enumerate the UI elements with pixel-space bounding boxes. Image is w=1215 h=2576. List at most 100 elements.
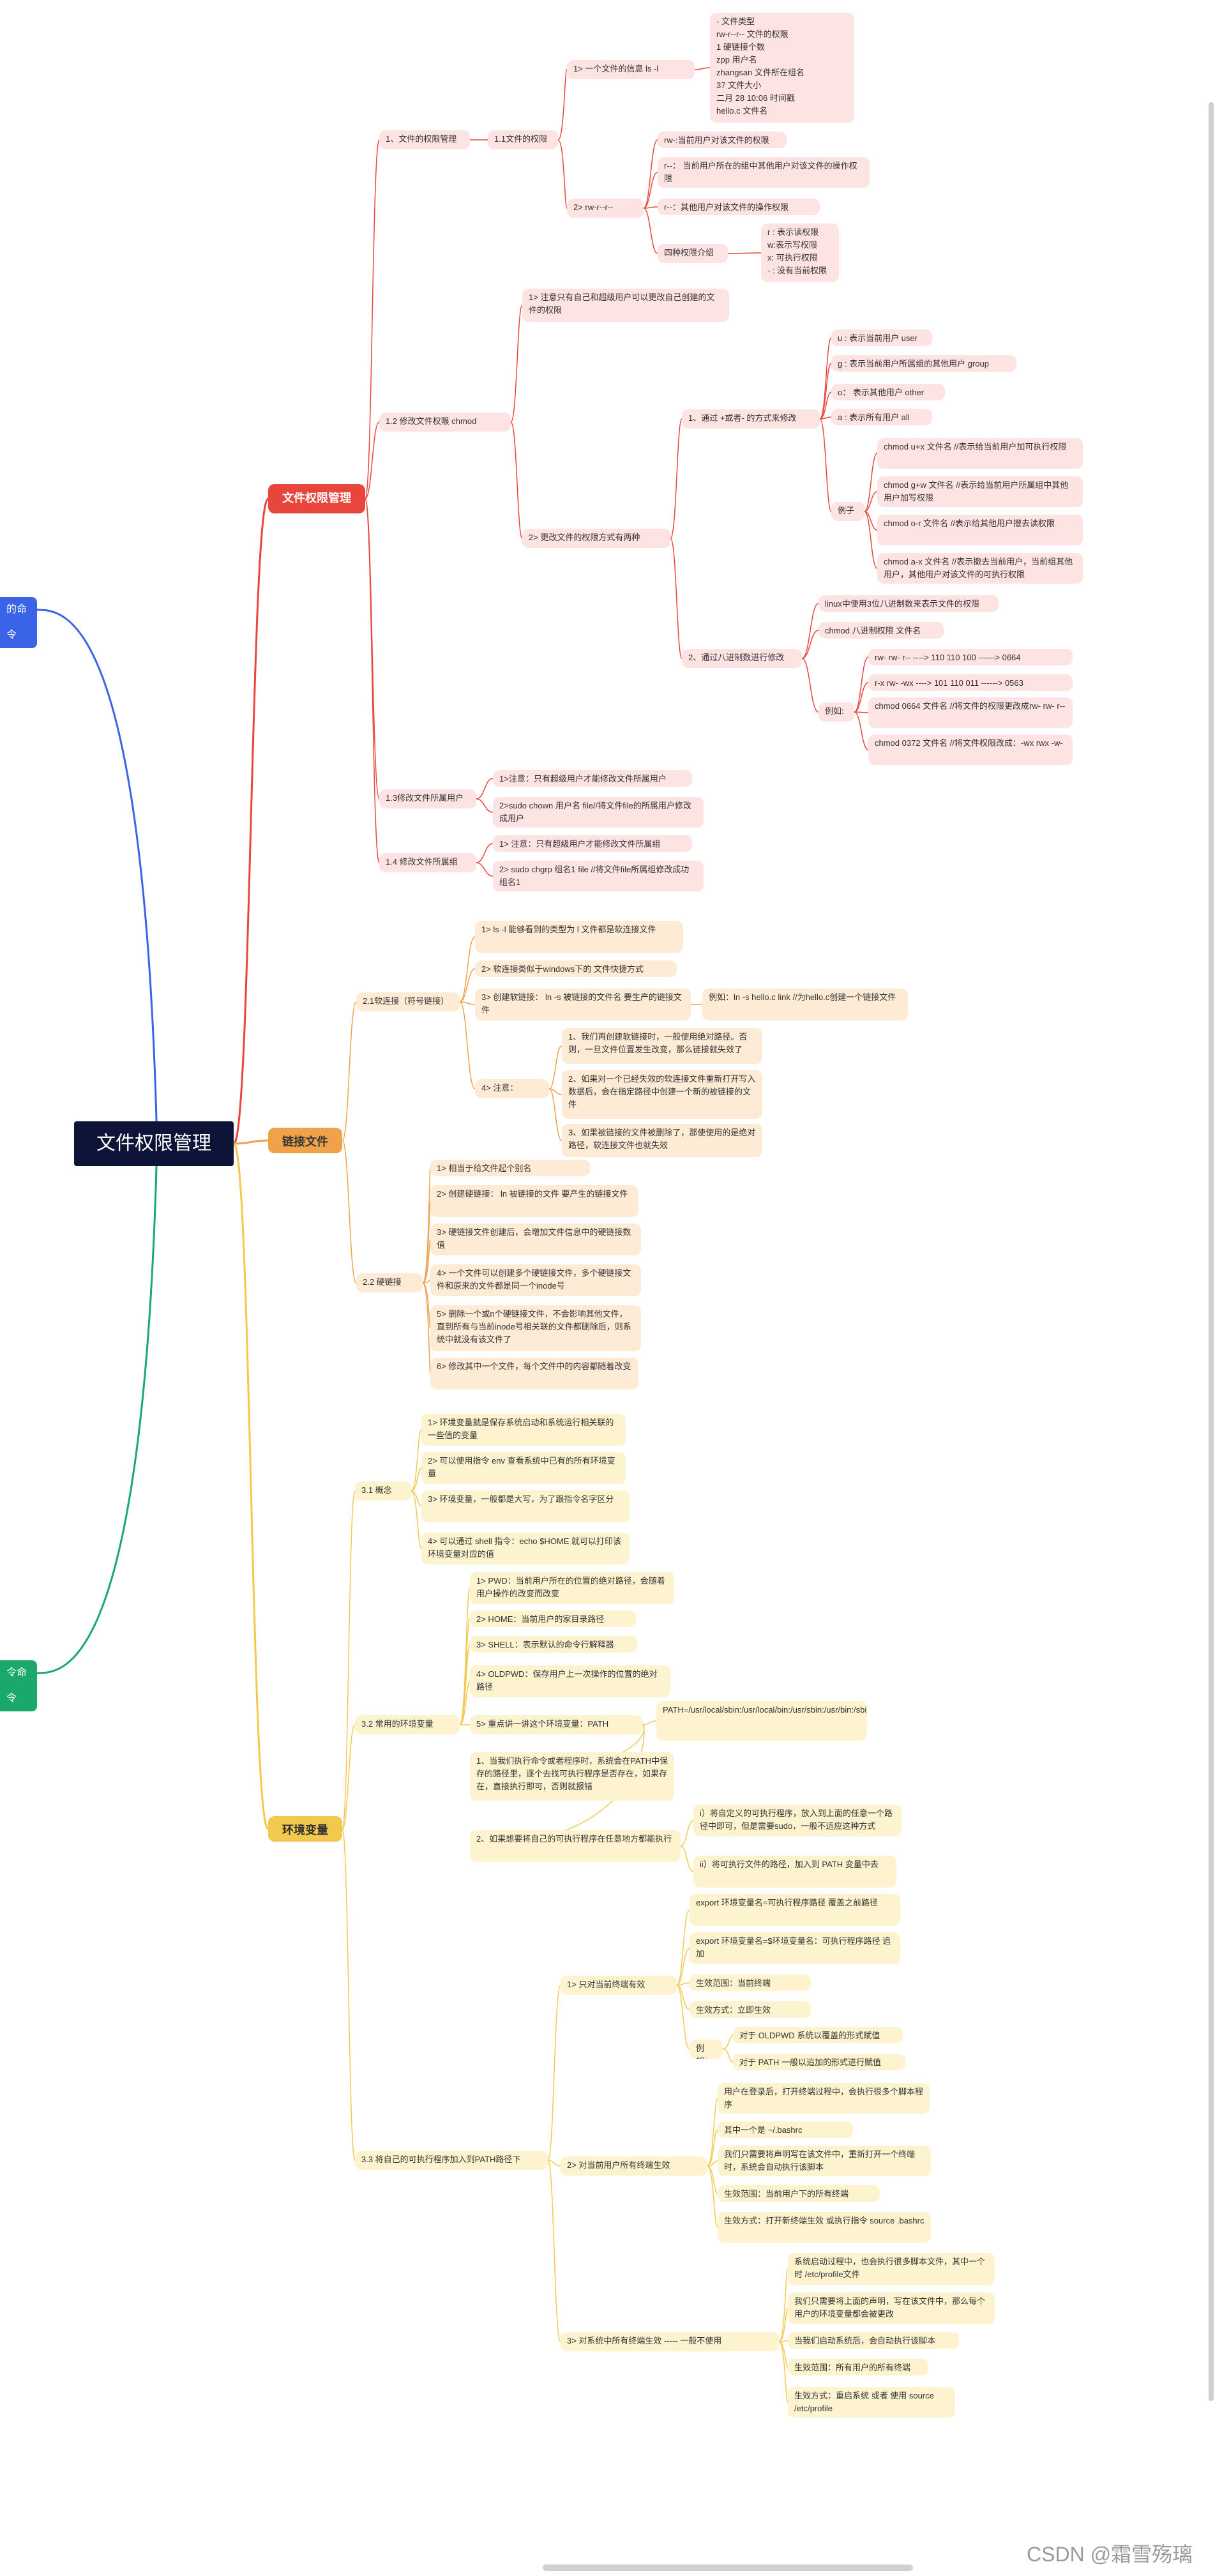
mindmap-node-e333a[interactable]: 系统启动过程中，也会执行很多脚本文件，其中一个时 /etc/profile文件 bbox=[788, 2253, 995, 2285]
mindmap-node-p142[interactable]: 2> sudo chgrp 组名1 file //将文件file所属组修改成功组… bbox=[493, 861, 704, 891]
mindmap-node-e332a[interactable]: 用户在登录后，打开终端过程中，会执行很多个脚本程序 bbox=[718, 2083, 930, 2114]
connector-l214b bbox=[548, 1088, 562, 1095]
mindmap-node-e33[interactable]: 3.3 将自己的可执行程序加入到PATH路径下 bbox=[355, 2151, 548, 2170]
mindmap-node-oc2[interactable]: r-x rw- -wx ----> 101 110 011 ------> 05… bbox=[868, 674, 1073, 691]
mindmap-node-oc1[interactable]: rw- rw- r-- ----> 110 110 100 ------> 06… bbox=[868, 649, 1073, 665]
mindmap-node-e333d[interactable]: 生效范围：所有用户的所有终端 bbox=[788, 2359, 928, 2375]
mindmap-node-e331b[interactable]: export 环境变量名=$环境变量名：可执行程序路径 追加 bbox=[690, 1932, 900, 1964]
mindmap-node-e325c[interactable]: 2、如果想要将自己的可执行程序在任意地方都能执行 bbox=[470, 1830, 681, 1862]
mindmap-node-p12[interactable]: 1.2 修改文件权限 chmod bbox=[379, 413, 511, 432]
mindmap-node-e325[interactable]: 5> 重点讲一讲这个环境变量：PATH bbox=[470, 1715, 642, 1734]
mindmap-node-e331[interactable]: 1> 只对当前终端有效 bbox=[561, 1976, 677, 1995]
mindmap-node-e333[interactable]: 3> 对系统中所有终端生效 ----- 一般不使用 bbox=[561, 2332, 779, 2351]
mindmap-node-l221[interactable]: 1> 相当于给文件起个别名 bbox=[430, 1160, 590, 1176]
mindmap-node-e312[interactable]: 2> 可以使用指令 env 查看系统中已有的所有环境变量 bbox=[421, 1452, 626, 1484]
mindmap-node-l226[interactable]: 6> 修改其中一个文件，每个文件中的内容都随着改变 bbox=[430, 1358, 638, 1390]
mindmap-node-p131[interactable]: 1>注意：只有超级用户才能修改文件所属用户 bbox=[493, 770, 692, 787]
mindmap-node-l213a[interactable]: 例如：ln -s hello.c link //为hello.c创建一个链接文件 bbox=[702, 989, 908, 1020]
mindmap-node-p111a[interactable]: - 文件类型 rw-r--r-- 文件的权限 1 硬链接个数 zpp 用户名 z… bbox=[710, 13, 854, 123]
mindmap-node-oc4[interactable]: chmod 0372 文件名 //将文件权限改成：-wx rwx -w- bbox=[868, 734, 1073, 765]
mindmap-node-e332c[interactable]: 我们只需要将声明写在该文件中，重新打开一个终端时，系统会自动执行该脚本 bbox=[718, 2146, 931, 2176]
mindmap-node-e325c1[interactable]: i）将自定义的可执行程序，放入到上面的任意一个路径中即可，但是需要sudo，一般… bbox=[693, 1805, 902, 1837]
mindmap-node-e332b[interactable]: 其中一个是 ~/.bashrc bbox=[718, 2121, 853, 2138]
side-node-green[interactable]: 令命令 bbox=[0, 1660, 37, 1711]
mindmap-node-l214c[interactable]: 3、如果被链接的文件被删除了，那使使用的是绝对路径，软连接文件也就失效 bbox=[562, 1124, 762, 1157]
mindmap-node-p11[interactable]: 1.1文件的权限 bbox=[488, 130, 558, 149]
mindmap-node-l211[interactable]: 1> ls -l 能够看到的类型为 l 文件都是软连接文件 bbox=[475, 921, 683, 953]
mindmap-node-e325b[interactable]: 1、当我们执行命令或者程序时，系统会在PATH中保存的路径里，逐个去找可执行程序… bbox=[470, 1752, 674, 1801]
mindmap-node-l223[interactable]: 3> 硬链接文件创建后，会增加文件信息中的硬链接数值 bbox=[430, 1224, 641, 1255]
mindmap-node-e321[interactable]: 1> PWD：当前用户所在的位置的绝对路径，会随着用户操作的改变而改变 bbox=[470, 1572, 674, 1604]
mindmap-node-p1221e[interactable]: 例子 bbox=[831, 502, 864, 521]
mindmap-node-p13[interactable]: 1.3修改文件所属用户 bbox=[379, 789, 476, 808]
mindmap-node-p1222b[interactable]: chmod 八进制权限 文件名 bbox=[819, 622, 944, 639]
mindmap-node-p121[interactable]: 1> 注意只有自己和超级用户可以更改自己创建的文件的权限 bbox=[522, 289, 729, 322]
mindmap-node-perm[interactable]: 文件权限管理 bbox=[268, 484, 365, 513]
mindmap-node-e323[interactable]: 3> SHELL：表示默认的命令行解释器 bbox=[470, 1636, 637, 1653]
mindmap-node-e333b[interactable]: 我们只需要将上面的声明，写在该文件中，那么每个用户的环境变量都会被更改 bbox=[788, 2292, 995, 2324]
mindmap-node-p1222c[interactable]: 例如: bbox=[819, 702, 854, 722]
mindmap-node-env[interactable]: 环境变量 bbox=[268, 1816, 342, 1842]
mindmap-node-l21[interactable]: 2.1软连接（符号链接） bbox=[356, 992, 460, 1011]
mindmap-node-e333e[interactable]: 生效方式：重启系统 或者 使用 source /etc/profile bbox=[788, 2387, 955, 2418]
mindmap-node-l22[interactable]: 2.2 硬链接 bbox=[356, 1273, 423, 1292]
mindmap-node-l214[interactable]: 4> 注意： bbox=[475, 1079, 549, 1098]
mindmap-node-link[interactable]: 链接文件 bbox=[268, 1128, 342, 1153]
mindmap-node-p1221b[interactable]: g : 表示当前用户所属组的其他用户 group bbox=[831, 355, 1016, 372]
mindmap-node-p141[interactable]: 1> 注意：只有超级用户才能修改文件所属组 bbox=[493, 835, 692, 852]
mindmap-node-p122[interactable]: 2> 更改文件的权限方式有两种 bbox=[522, 529, 670, 548]
horizontal-scrollbar[interactable] bbox=[543, 2565, 913, 2571]
mindmap-node-p1222a[interactable]: linux中使用3位八进制数来表示文件的权限 bbox=[819, 595, 999, 612]
mindmap-node-l222[interactable]: 2> 创建硬链接： ln 被链接的文件 要产生的链接文件 bbox=[430, 1185, 638, 1217]
mindmap-node-p112d1[interactable]: r : 表示读权限 w:表示写权限 x: 可执行权限 - : 没有当前权限 bbox=[761, 224, 839, 282]
mindmap-node-l214a[interactable]: 1、我们再创建软链接时，一般使用绝对路径。否则，一旦文件位置发生改变，那么链接就… bbox=[562, 1028, 762, 1064]
mindmap-node-ex1[interactable]: chmod u+x 文件名 //表示给当前用户加可执行权限 bbox=[877, 438, 1083, 469]
connector-ex1 bbox=[864, 453, 878, 512]
mindmap-node-p111[interactable]: 1> 一个文件的信息 ls -l bbox=[567, 60, 695, 79]
mindmap-node-l213[interactable]: 3> 创建软链接： ln -s 被链接的文件名 要生产的链接文件 bbox=[475, 989, 691, 1020]
mindmap-node-p1221c[interactable]: o： 表示其他用户 other bbox=[831, 384, 945, 400]
mindmap-node-e332[interactable]: 2> 对当前用户所有终端生效 bbox=[561, 2156, 707, 2176]
mindmap-node-e31[interactable]: 3.1 概念 bbox=[355, 1481, 411, 1501]
mindmap-node-e331e2[interactable]: 对于 PATH 一般以追加的形式进行赋值 bbox=[733, 2054, 905, 2070]
mindmap-node-l212[interactable]: 2> 软连接类似于windows下的 文件快捷方式 bbox=[475, 960, 677, 977]
mindmap-node-e331c[interactable]: 生效范围：当前终端 bbox=[690, 1974, 811, 1991]
mindmap-node-p112a[interactable]: rw-:当前用户对该文件的权限 bbox=[658, 132, 787, 148]
mindmap-node-oc3[interactable]: chmod 0664 文件名 //将文件的权限更改成rw- rw- r-- bbox=[868, 697, 1073, 728]
mindmap-node-l225[interactable]: 5> 删除一个或n个硬链接文件，不会影响其他文件，直到所有与当前inode号相关… bbox=[430, 1305, 641, 1351]
mindmap-node-p1221a[interactable]: u : 表示当前用户 user bbox=[831, 330, 932, 346]
mindmap-node-ex3[interactable]: chmod o-r 文件名 //表示给其他用户撤去读权限 bbox=[877, 515, 1083, 545]
mindmap-node-p112b[interactable]: r--： 当前用户所在的组中其他用户对该文件的操作权限 bbox=[658, 157, 870, 188]
mindmap-node-l214b[interactable]: 2、如果对一个已经失效的软连接文件重新打开写入数据后，会在指定路径中创建一个新的… bbox=[562, 1070, 762, 1119]
mindmap-node-e322[interactable]: 2> HOME：当前用户的家目录路径 bbox=[470, 1610, 636, 1627]
mindmap-node-e311[interactable]: 1> 环境变量就是保存系统启动和系统运行相关联的一些值的变量 bbox=[421, 1414, 626, 1446]
mindmap-node-e314[interactable]: 4> 可以通过 shell 指令：echo $HOME 就可以打印该环境变量对应… bbox=[421, 1533, 630, 1565]
mindmap-node-e313[interactable]: 3> 环境变量，一般都是大写，为了跟指令名字区分 bbox=[421, 1490, 630, 1522]
mindmap-node-p1222[interactable]: 2、通过八进制数进行修改 bbox=[682, 649, 802, 668]
mindmap-node-e331e1[interactable]: 对于 OLDPWD 系统以覆盖的形式赋值 bbox=[733, 2027, 903, 2043]
mindmap-node-p1[interactable]: 1、文件的权限管理 bbox=[379, 130, 470, 149]
mindmap-node-p112d[interactable]: 四种权限介绍 bbox=[658, 244, 728, 263]
mindmap-node-p112c[interactable]: r--：其他用户对该文件的操作权限 bbox=[658, 199, 820, 215]
mindmap-node-e325a[interactable]: PATH=/usr/local/sbin:/usr/local/bin:/usr… bbox=[656, 1701, 867, 1741]
mindmap-node-ex2[interactable]: chmod g+w 文件名 //表示给当前用户所属组中其他用户加写权限 bbox=[877, 476, 1083, 507]
mindmap-node-e324[interactable]: 4> OLDPWD：保存用户上一次操作的位置的绝对路径 bbox=[470, 1665, 670, 1697]
root-node[interactable]: 文件权限管理 bbox=[74, 1121, 234, 1166]
mindmap-node-e332d[interactable]: 生效范围：当前用户下的所有终端 bbox=[718, 2185, 880, 2202]
mindmap-node-p1221d[interactable]: a : 表示所有用户 all bbox=[831, 409, 932, 425]
mindmap-node-l224[interactable]: 4> 一个文件可以创建多个硬链接文件，多个硬链接文件和原来的文件都是同一个ino… bbox=[430, 1264, 641, 1296]
mindmap-node-p112[interactable]: 2> rw-r--r-- bbox=[567, 199, 644, 218]
side-node-blue[interactable]: 的命令 bbox=[0, 597, 37, 648]
vertical-scrollbar[interactable] bbox=[1209, 102, 1214, 2401]
mindmap-node-e325c2[interactable]: ii）将可执行文件的路径，加入到 PATH 变量中去 bbox=[693, 1856, 896, 1888]
mindmap-node-e32[interactable]: 3.2 常用的环境变量 bbox=[355, 1715, 460, 1734]
mindmap-node-e331e[interactable]: 例如： bbox=[690, 2040, 723, 2059]
mindmap-node-p14[interactable]: 1.4 修改文件所属组 bbox=[379, 853, 476, 872]
mindmap-node-e331a[interactable]: export 环境变量名=可执行程序路径 覆盖之前路径 bbox=[690, 1894, 900, 1926]
mindmap-node-e332e[interactable]: 生效方式：打开新终端生效 或执行指令 source .bashrc bbox=[718, 2212, 931, 2243]
mindmap-node-e333c[interactable]: 当我们启动系统后，会自动执行该脚本 bbox=[788, 2332, 959, 2349]
mindmap-node-p1221[interactable]: 1、通过 +或者- 的方式来修改 bbox=[682, 409, 820, 428]
mindmap-node-e331d[interactable]: 生效方式：立即生效 bbox=[690, 2001, 811, 2018]
mindmap-node-p132[interactable]: 2>sudo chown 用户名 file//将文件file的所属用户修改成用户 bbox=[493, 797, 704, 828]
mindmap-node-ex4[interactable]: chmod a-x 文件名 //表示撤去当前用户，当前组其他用户，其他用户对该文… bbox=[877, 553, 1083, 584]
